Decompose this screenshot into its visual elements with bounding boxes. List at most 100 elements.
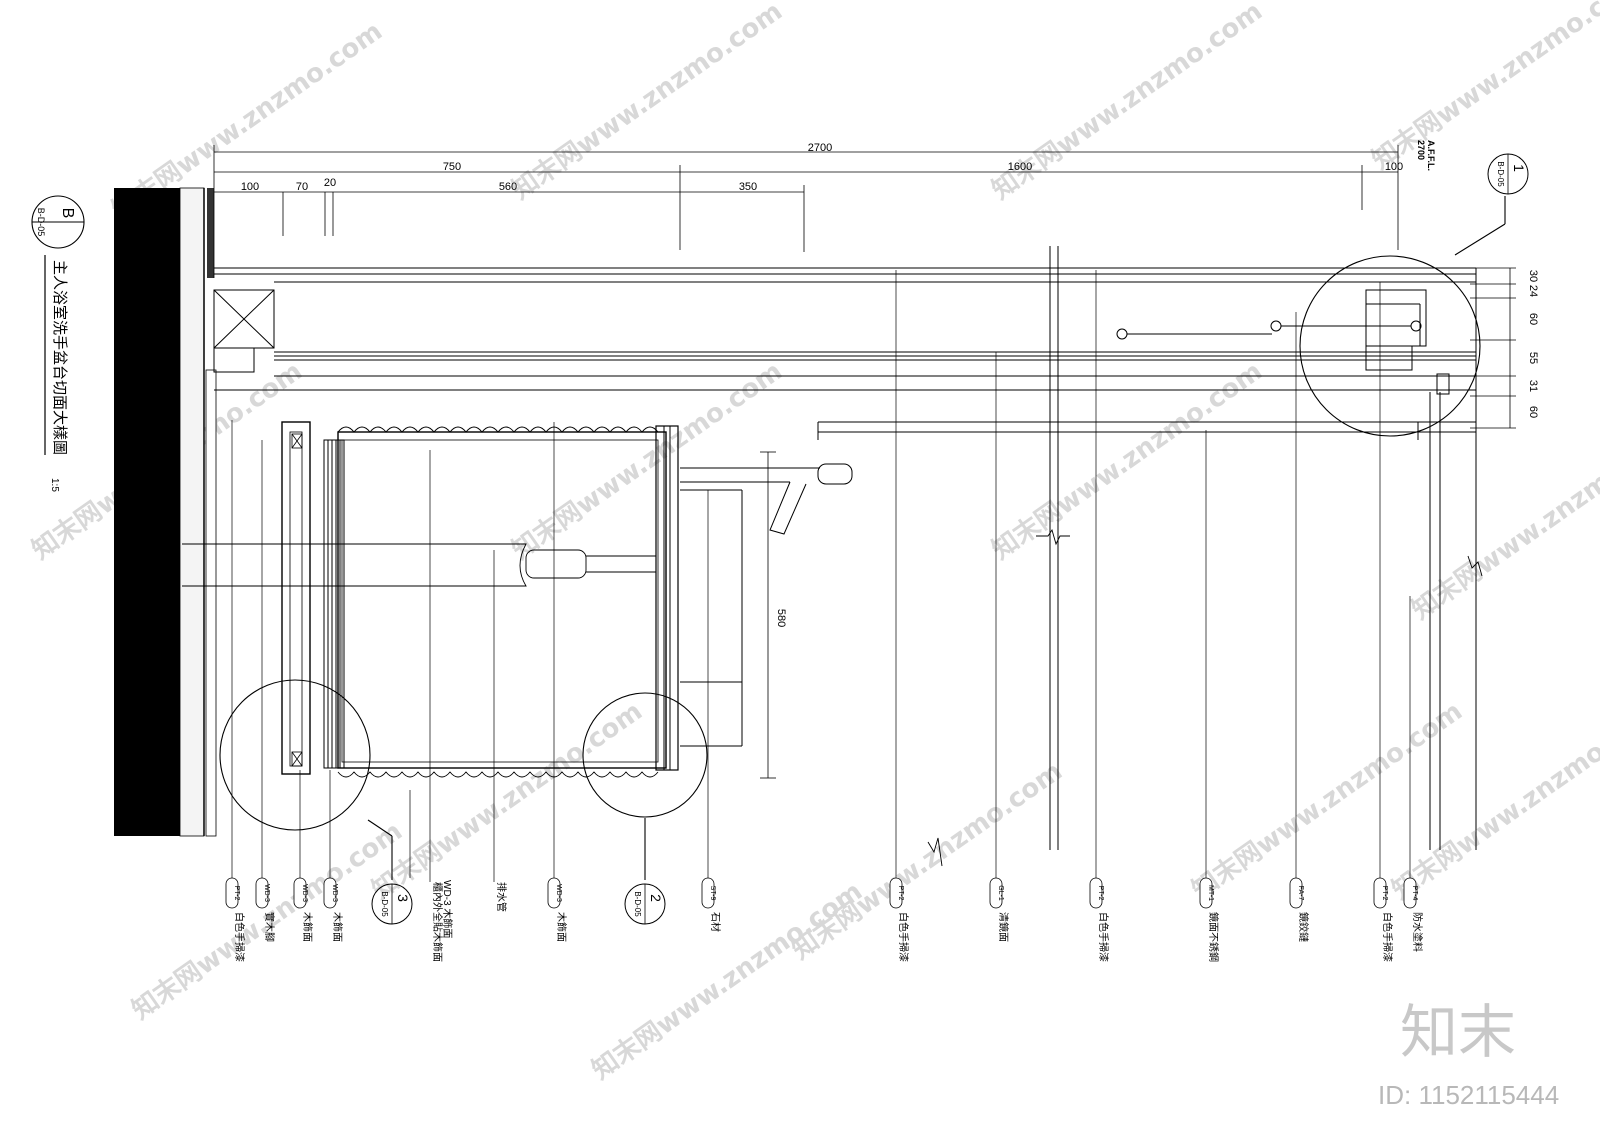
dim-right-31: 31 xyxy=(1527,380,1539,392)
elevation-label: A.F.F.L. xyxy=(1426,140,1436,171)
section-id: B xyxy=(59,208,76,219)
material-code-badge xyxy=(1289,877,1303,909)
dim-right-55: 55 xyxy=(1527,352,1539,364)
material-description: 木飾面 xyxy=(555,912,568,942)
callout-wd-3-1: WD-3 實木腳 xyxy=(255,877,276,942)
dim-right-24: 24 xyxy=(1527,285,1539,297)
detail-1-ref: B-D-05 xyxy=(1496,161,1505,187)
material-description: 櫃內外全貼木飾面 xyxy=(431,882,444,962)
detail-2-ref: B-D-05 xyxy=(633,891,642,917)
material-description: 白色手掃漆 xyxy=(897,912,910,962)
wall-plaster xyxy=(179,187,205,837)
detail-3-ref: B-D-05 xyxy=(380,891,389,917)
elevation-value: 2700 xyxy=(1416,140,1426,160)
material-description: 白色手掃漆 xyxy=(233,912,246,962)
callout-pt-2-11: PT-2 白色手掃漆 xyxy=(1089,877,1110,962)
material-description: 白色手掃漆 xyxy=(1097,912,1110,962)
drawing-scale: 1:5 xyxy=(49,478,60,492)
dim-20: 20 xyxy=(324,177,336,189)
dimension-texts: 2700 750 1600 100 100 70 20 560 350 580 … xyxy=(241,140,1539,627)
material-description: 石材 xyxy=(709,912,722,932)
brand-id: ID: 1152115444 xyxy=(1378,1080,1559,1110)
dim-560: 560 xyxy=(499,181,517,193)
material-code: PT-2 xyxy=(1097,886,1104,901)
detail-2-num: 2 xyxy=(648,894,664,902)
material-description: WD-3 木飾面 xyxy=(441,880,454,938)
title-block: B B-D-05 主人浴室洗手盆台切面大樣圖 1:5 xyxy=(31,195,85,492)
material-code: PT-2 xyxy=(233,886,240,901)
detail-marker-2: 2 B-D-05 xyxy=(624,883,666,925)
material-description: 白色手掃漆 xyxy=(1381,912,1394,962)
callout-mt-1-12: MT-1 鏡面不銹鋼 xyxy=(1199,877,1220,962)
material-code-badge xyxy=(1089,877,1103,909)
dim-750: 750 xyxy=(443,161,461,173)
detail-marker-1: 1 B-D-05 xyxy=(1487,153,1529,195)
watermark-text: 知末网www.znzmo.com xyxy=(787,756,1068,965)
callout-note-6: 排水管 xyxy=(495,882,508,912)
material-code: PT-2 xyxy=(1381,886,1388,901)
material-code-badge xyxy=(989,877,1003,909)
detail-3-num: 3 xyxy=(395,894,411,902)
dim-overall: 2700 xyxy=(808,142,832,154)
detail-circles xyxy=(219,196,1506,880)
callout-st-9-8: ST-9石材 xyxy=(701,877,722,932)
callout-fa-7-13: FA-7 鏡鉸鏈 xyxy=(1289,877,1310,942)
callout-wd-3-2: WD-3 木飾面 xyxy=(293,877,314,942)
callout-note-5: 櫃內外全貼木飾面 xyxy=(431,882,444,962)
dim-100-right: 100 xyxy=(1385,161,1403,173)
callout-pt-2-9: PT-2 白色手掃漆 xyxy=(889,877,910,962)
material-description: 鏡面不銹鋼 xyxy=(1207,912,1220,962)
dim-right-30: 30 xyxy=(1527,270,1539,282)
dim-right-60b: 60 xyxy=(1527,406,1539,418)
material-description: 排水管 xyxy=(495,882,508,912)
watermark-text: 知末网www.znzmo.com xyxy=(987,0,1268,206)
material-description: 木飾面 xyxy=(331,912,344,942)
watermark-text: 知末网www.znzmo.com xyxy=(587,876,868,1085)
dim-100-left: 100 xyxy=(241,181,259,193)
dim-580: 580 xyxy=(775,609,787,627)
material-description: 木飾面 xyxy=(301,912,314,942)
material-code-badge xyxy=(1403,877,1417,909)
watermark-text: 知末网www.znzmo.com xyxy=(1407,416,1600,625)
drawing-title: 主人浴室洗手盆台切面大樣圖 xyxy=(51,260,68,455)
material-code: WD-3 xyxy=(301,884,308,902)
material-code: GL-1 xyxy=(997,885,1004,901)
material-code-badge xyxy=(889,877,903,909)
material-code-badge xyxy=(293,877,307,909)
material-code: FA-7 xyxy=(1297,886,1304,901)
concrete-wall xyxy=(114,188,180,836)
material-code: WD-3 xyxy=(263,884,270,902)
watermark-text: 知末网www.znzmo.com xyxy=(987,356,1268,565)
callout-gl-1-10: GL-1 清鏡面 xyxy=(989,877,1010,942)
watermark-text: 知末网www.znzmo.com xyxy=(507,0,788,206)
material-code: MT-1 xyxy=(1207,885,1214,901)
callout-pt-2-14: PT-2 白色手掃漆 xyxy=(1373,877,1394,962)
waterproof-layer xyxy=(205,369,217,837)
material-code: WD-3 xyxy=(331,884,338,902)
dimension-lines xyxy=(213,145,1516,779)
material-description: 清鏡面 xyxy=(997,912,1010,942)
detail-marker-3: 3 B-D-05 xyxy=(371,883,413,925)
material-code-badge xyxy=(1373,877,1387,909)
section-ref: B-D-05 xyxy=(36,208,46,237)
material-code-badge xyxy=(323,877,337,909)
dim-1600: 1600 xyxy=(1008,161,1032,173)
material-description: 實木腳 xyxy=(263,912,276,942)
dim-70: 70 xyxy=(296,181,308,193)
detail-1-num: 1 xyxy=(1511,164,1527,172)
callout-wd-3-7: WD-3 木飾面 xyxy=(547,877,568,942)
watermark-text: 知末网www.znzmo.com xyxy=(1367,0,1600,176)
material-code: PT-4 xyxy=(1411,886,1418,901)
dim-350: 350 xyxy=(739,181,757,193)
break-marks xyxy=(927,528,1483,867)
callout-pt-2-0: PT-2 白色手掃漆 xyxy=(225,877,246,962)
watermark-text: 知末网www.znzmo.com xyxy=(367,696,648,905)
material-code: WD-3 xyxy=(555,884,562,902)
vanity-cabinet xyxy=(182,421,853,778)
material-description: 鏡鉸鏈 xyxy=(1297,912,1310,942)
countertop xyxy=(213,246,1477,850)
material-code: PT-2 xyxy=(897,886,904,901)
